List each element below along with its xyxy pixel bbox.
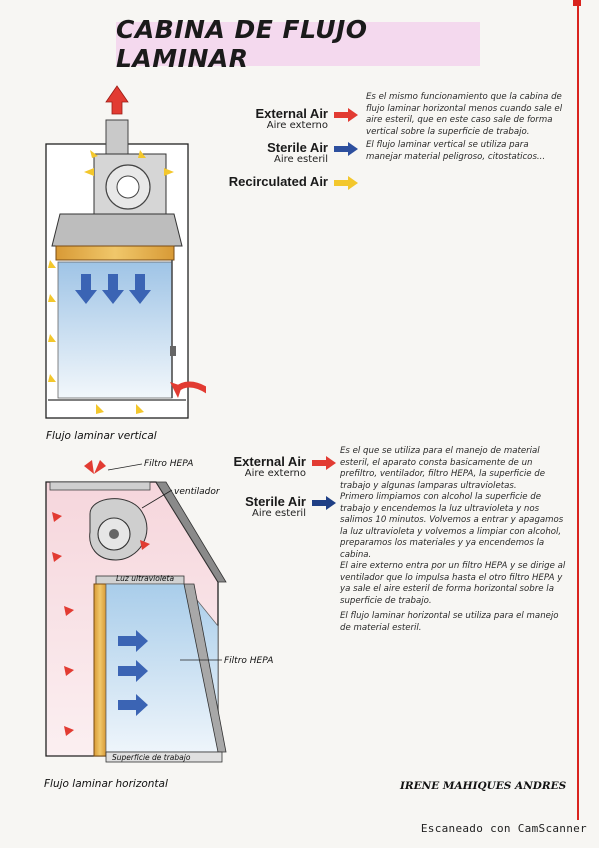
- vertical-caption: Flujo laminar vertical: [46, 430, 157, 442]
- author-name: IRENE MAHIQUES ANDRES: [400, 780, 567, 792]
- legend-item-sterile-air-h: Sterile Air Aire esteril: [206, 494, 336, 528]
- horizontal-note-2: Primero limpiamos con alcohol la superfi…: [340, 492, 564, 560]
- vertical-notes: Es el mismo funcionamiento que la cabina…: [366, 92, 566, 163]
- legend-item-external-air-h: External Air Aire externo: [206, 454, 336, 494]
- legend-item-sterile-air: Sterile Air Aire esteril: [210, 140, 358, 174]
- yellow-arrow-icon: [334, 176, 358, 190]
- page-edge-mark: [573, 0, 581, 6]
- horizontal-cabinet-diagram: Filtro HEPA ventilador Luz ultravioleta …: [45, 459, 273, 763]
- page-title: CABINA DE FLUJO LAMINAR: [116, 15, 368, 73]
- label-filtro-hepa-side: Filtro HEPA: [224, 656, 273, 666]
- horizontal-caption: Flujo laminar horizontal: [44, 778, 168, 790]
- vertical-cabinet-diagram: [45, 85, 206, 419]
- horizontal-note-1: Es el que se utiliza para el manejo de m…: [340, 446, 545, 491]
- vertical-note-2: El flujo laminar vertical se utiliza par…: [366, 140, 546, 162]
- label-ventilador: ventilador: [174, 487, 221, 497]
- horizontal-legend: External Air Aire externo Sterile Air Ai…: [206, 454, 336, 528]
- blue-arrow-icon: [334, 142, 358, 156]
- legend-item-recirculated-air: Recirculated Air: [210, 174, 358, 194]
- horizontal-notes: Es el que se utiliza para el manejo de m…: [340, 446, 570, 634]
- legend-item-external-air: External Air Aire externo: [210, 106, 358, 140]
- blue-arrow-icon: [312, 496, 336, 510]
- label-filtro-hepa-top: Filtro HEPA: [144, 459, 193, 469]
- label-superficie: Superficie de trabajo: [112, 753, 191, 762]
- red-arrow-icon: [312, 456, 336, 470]
- vertical-note-1: Es el mismo funcionamiento que la cabina…: [366, 92, 563, 137]
- label-luz-ultravioleta: Luz ultravioleta: [116, 574, 174, 583]
- page-edge-line: [577, 0, 579, 820]
- title-banner: CABINA DE FLUJO LAMINAR: [116, 15, 480, 73]
- horizontal-note-3: El aire externo entra por un filtro HEPA…: [340, 561, 566, 606]
- horizontal-note-4: El flujo laminar horizontal se utiliza p…: [340, 611, 559, 633]
- vertical-legend: External Air Aire externo Sterile Air Ai…: [210, 106, 358, 194]
- scanner-footer: Escaneado con CamScanner: [420, 822, 587, 835]
- red-arrow-icon: [334, 108, 358, 122]
